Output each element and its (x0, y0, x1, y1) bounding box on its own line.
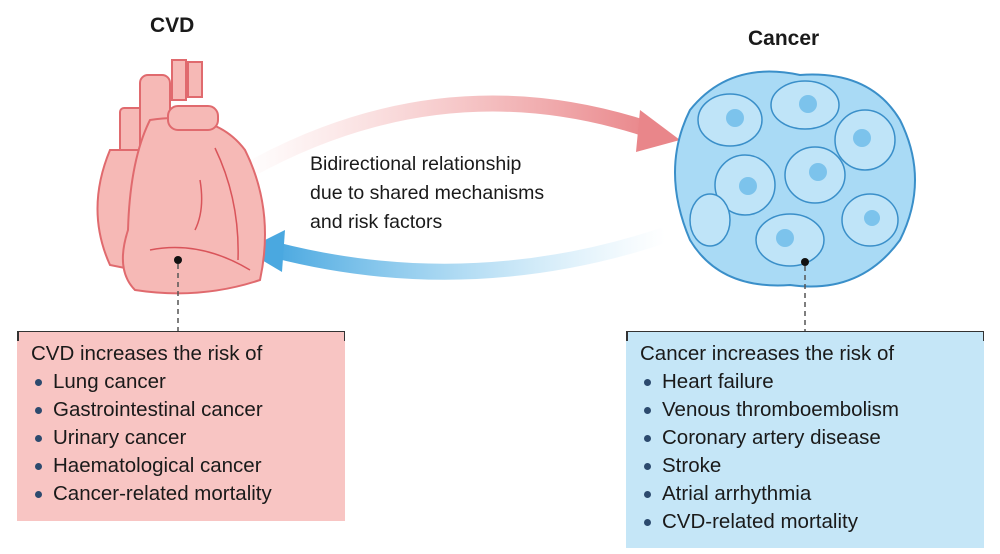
cancer-cells-icon (674, 70, 916, 288)
relationship-caption: Bidirectional relationship due to shared… (310, 150, 544, 237)
list-item: Gastrointestinal cancer (31, 396, 331, 424)
cvd-risk-box: CVD increases the risk of Lung cancer Ga… (17, 331, 345, 521)
heart-icon (96, 59, 266, 295)
list-item: Lung cancer (31, 368, 331, 396)
caption-line: and risk factors (310, 211, 443, 233)
cvd-risk-heading: CVD increases the risk of (31, 342, 263, 365)
list-item: Urinary cancer (31, 424, 331, 452)
cancer-risk-heading: Cancer increases the risk of (640, 342, 895, 365)
cvd-title: CVD (150, 14, 195, 37)
cancer-title: Cancer (748, 27, 820, 50)
caption-line: Bidirectional relationship (310, 153, 522, 175)
cancer-risk-box: Cancer increases the risk of Heart failu… (626, 331, 984, 548)
list-item: Haematological cancer (31, 452, 331, 480)
list-item: Coronary artery disease (640, 424, 970, 452)
caption-line: due to shared mechanisms (310, 182, 545, 204)
list-item: Stroke (640, 452, 970, 480)
list-item: Heart failure (640, 368, 970, 396)
list-item: CVD-related mortality (640, 508, 970, 536)
list-item: Atrial arrhythmia (640, 480, 970, 508)
arrow-cvd-to-cancer (236, 95, 680, 182)
list-item: Cancer-related mortality (31, 480, 331, 508)
list-item: Venous thromboembolism (640, 396, 970, 424)
